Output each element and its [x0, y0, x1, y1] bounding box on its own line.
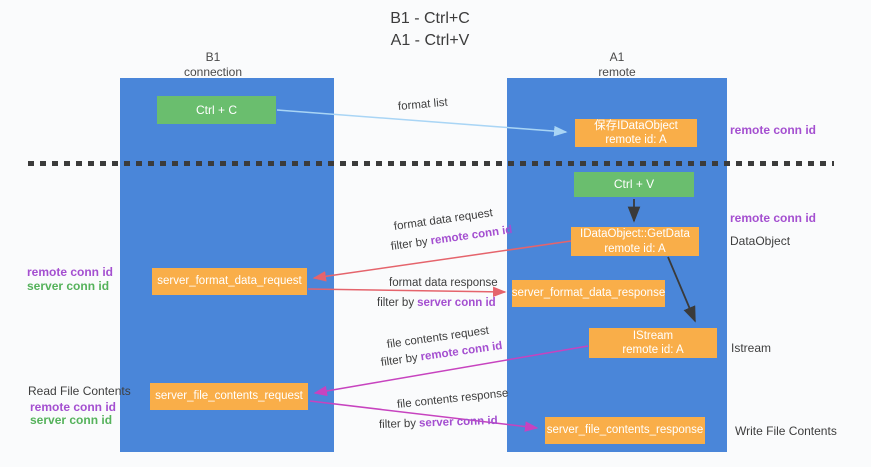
diagram-title: B1 - Ctrl+C A1 - Ctrl+V — [330, 8, 530, 51]
title-line-2: A1 - Ctrl+V — [390, 31, 470, 49]
server-file-contents-response-label: server_file_contents_response — [546, 424, 704, 437]
title-line-1: B1 - Ctrl+C — [390, 10, 470, 27]
ctrl-c-node: Ctrl + C — [157, 96, 276, 124]
istream-node: IStream remote id: A — [589, 328, 717, 358]
lane-b1-role: connection — [183, 65, 243, 79]
file-contents-response-label: file contents response — [396, 387, 509, 411]
filter-by-text: filter by — [380, 351, 419, 369]
getdata-line1: IDataObject::GetData — [580, 228, 690, 241]
format-data-response-label: format data response — [389, 277, 498, 289]
ctrl-c-label: Ctrl + C — [195, 102, 237, 117]
server-file-contents-request-node: server_file_contents_request — [150, 383, 308, 410]
filter-by-text: filter by — [377, 297, 415, 309]
read-file-contents-annotation: Read File Contents — [28, 384, 131, 398]
format-list-label: format list — [397, 96, 449, 113]
remote-conn-id-annotation-2: remote conn id — [730, 211, 817, 225]
server-file-contents-response-node: server_file_contents_response — [545, 417, 705, 444]
lane-header-b1: B1 connection — [133, 50, 293, 80]
remote-conn-id-highlight: remote conn id — [429, 224, 514, 248]
filter-by-text: filter by — [390, 235, 429, 253]
lane-a1-name: A1 — [609, 50, 625, 64]
session-separator-line — [28, 161, 834, 166]
lane-b1-name: B1 — [205, 50, 221, 64]
left-server-conn-id-annotation-1: server conn id — [27, 279, 110, 293]
ctrl-v-label: Ctrl + V — [613, 177, 655, 191]
lane-a1-role: remote — [598, 65, 636, 79]
filter-by-text: filter by — [378, 417, 417, 431]
left-remote-conn-id-annotation-2: remote conn id — [30, 400, 117, 414]
lane-header-a1: A1 remote — [537, 50, 697, 80]
remote-conn-id-annotation-1: remote conn id — [730, 123, 817, 137]
server-format-data-response-label: server_format_data_response — [511, 287, 666, 300]
getdata-node: IDataObject::GetData remote id: A — [571, 227, 699, 256]
istream-line2: remote id: A — [622, 344, 684, 356]
dataobject-annotation: DataObject — [730, 234, 791, 248]
ctrl-v-node: Ctrl + V — [574, 172, 694, 197]
istream-line1: IStream — [632, 329, 674, 342]
save-idataobject-node: 保存IDataObject remote id: A — [575, 119, 697, 147]
server-conn-id-highlight: server conn id — [417, 297, 496, 309]
server-file-contents-request-label: server_file_contents_request — [155, 390, 303, 403]
save-idataobject-line2: remote id: A — [605, 134, 667, 146]
server-format-data-response-node: server_format_data_response — [512, 280, 665, 307]
format-data-response-arrow — [307, 286, 507, 298]
write-file-contents-annotation: Write File Contents — [735, 424, 837, 438]
left-server-conn-id-annotation-2: server conn id — [30, 413, 113, 427]
server-format-data-request-node: server_format_data_request — [152, 268, 307, 295]
istream-annotation: Istream — [731, 341, 772, 355]
server-conn-id-highlight: server conn id — [418, 414, 498, 430]
server-format-data-request-label: server_format_data_request — [157, 275, 302, 288]
save-idataobject-line1: 保存IDataObject — [594, 119, 678, 132]
left-remote-conn-id-annotation-1: remote conn id — [27, 265, 114, 279]
getdata-line2: remote id: A — [604, 242, 666, 255]
